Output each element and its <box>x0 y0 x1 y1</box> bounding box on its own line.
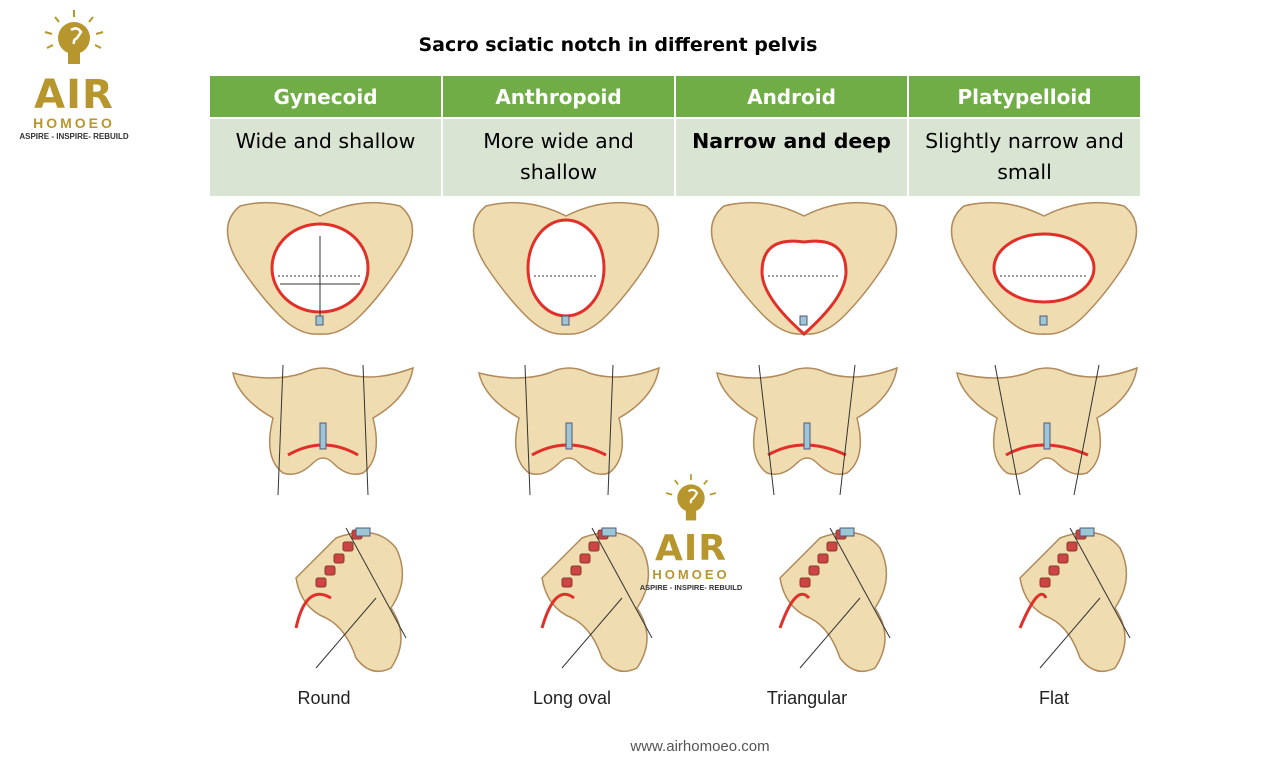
cell-gynecoid: Wide and shallow <box>208 117 443 198</box>
lightbulb-icon <box>665 474 717 521</box>
pelvis-front-view-android <box>716 364 898 496</box>
shape-label-round: Round <box>297 688 351 708</box>
header-anthropoid: Anthropoid <box>441 74 676 119</box>
cell-android: Narrow and deep <box>674 117 909 198</box>
lightbulb-icon <box>44 10 104 64</box>
cell-platypelloid: Slightly narrow and small <box>907 117 1142 198</box>
pelvis-top-view-android <box>710 201 898 336</box>
header-android: Android <box>674 74 909 119</box>
pelvis-lateral-view-anthropoid <box>540 527 653 673</box>
pelvis-lateral-view-android <box>778 527 891 673</box>
air-homoeo-watermark: AIR HOMOEO ASPIRE - INSPIRE- REBUILD <box>636 472 746 593</box>
header-platypelloid: Platypelloid <box>907 74 1142 119</box>
air-homoeo-logo: AIR HOMOEO ASPIRE - INSPIRE- REBUILD <box>14 8 134 143</box>
shape-label-flat: Flat <box>1038 688 1069 708</box>
pelvis-front-view-platypelloid <box>956 364 1138 496</box>
header-gynecoid: Gynecoid <box>208 74 443 119</box>
cell-anthropoid: More wide and shallow <box>441 117 676 198</box>
pelvis-lateral-view-platypelloid <box>1018 527 1131 673</box>
page-title: Sacro sciatic notch in different pelvis <box>418 34 818 56</box>
pelvis-top-view-platypelloid <box>950 201 1138 335</box>
pelvis-front-view-gynecoid <box>232 364 414 496</box>
website-footer: www.airhomoeo.com <box>630 738 770 755</box>
shape-label-long-oval: Long oval <box>532 688 612 708</box>
pelvis-top-view-gynecoid <box>226 201 414 335</box>
pelvis-lateral-view-gynecoid <box>294 527 407 673</box>
notch-table: Gynecoid Anthropoid Android Platypelloid… <box>208 74 1142 198</box>
shape-label-triangular: Triangular <box>766 688 848 708</box>
pelvis-front-view-anthropoid <box>478 364 660 496</box>
pelvis-top-view-anthropoid <box>472 201 660 335</box>
